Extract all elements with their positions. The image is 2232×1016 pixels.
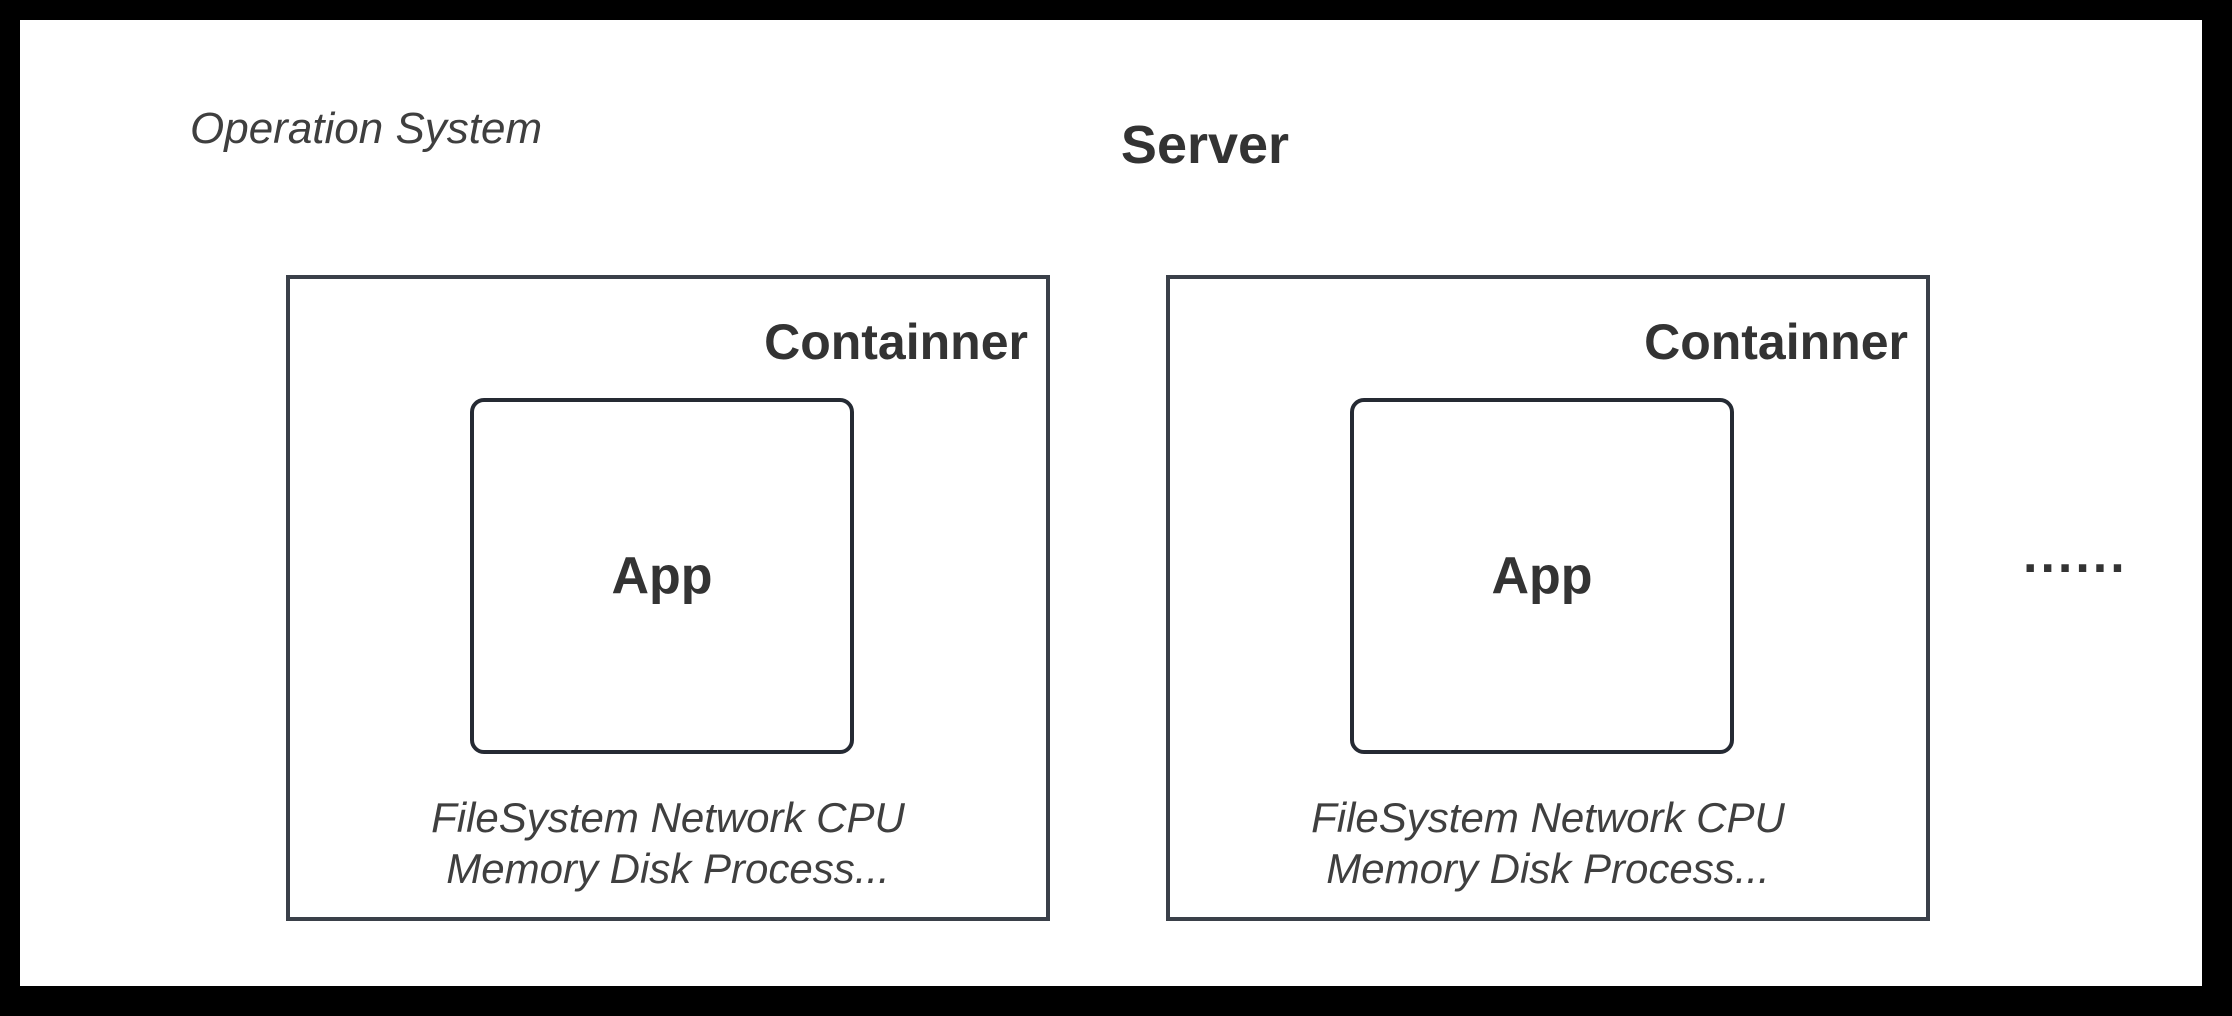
server-title: Server bbox=[1120, 115, 1290, 175]
resource-line-2: Memory Disk Process... bbox=[446, 845, 890, 893]
operation-system-label: Operation System bbox=[190, 104, 543, 153]
app-box-1: App bbox=[470, 398, 854, 754]
resource-line-2: Memory Disk Process... bbox=[1326, 845, 1770, 893]
container-box-2: Containner App FileSystem Network CPU Me… bbox=[1166, 275, 1930, 921]
app-box-2: App bbox=[1350, 398, 1734, 754]
app-label-2: App bbox=[1491, 547, 1593, 605]
container-box-1: Containner App FileSystem Network CPU Me… bbox=[286, 275, 1050, 921]
diagram-canvas: Operation System Server Containner App F… bbox=[20, 20, 2202, 986]
app-label-1: App bbox=[611, 547, 713, 605]
more-containers-ellipsis: ...... bbox=[2023, 526, 2128, 584]
container-label-1: Containner bbox=[764, 314, 1028, 370]
resource-line-1: FileSystem Network CPU bbox=[1311, 794, 1785, 841]
resource-list-1: FileSystem Network CPU Memory Disk Proce… bbox=[290, 792, 1046, 894]
container-label-2: Containner bbox=[1644, 314, 1908, 370]
resource-list-2: FileSystem Network CPU Memory Disk Proce… bbox=[1170, 792, 1926, 894]
resource-line-1: FileSystem Network CPU bbox=[431, 794, 905, 841]
